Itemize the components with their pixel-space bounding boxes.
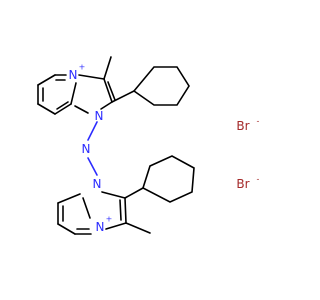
svg-text:+: +: [79, 63, 86, 72]
atom-n-azo-2: N: [93, 177, 102, 191]
bromide-ion-1: Br -: [236, 117, 259, 134]
upper-phenyl-ring: [111, 66, 190, 106]
atom-n-upper-bridge: N: [95, 109, 104, 123]
svg-text:Br: Br: [236, 177, 249, 191]
molecule-diagram: N + N N N N + Br - Br -: [37, 56, 260, 235]
lower-phenyl-ring: [124, 155, 195, 203]
svg-text:Br: Br: [236, 119, 249, 133]
lower-imidazole-ring: [101, 191, 151, 234]
svg-text:+: +: [106, 215, 113, 224]
bromide-ion-2: Br -: [236, 175, 259, 192]
svg-text:-: -: [257, 175, 260, 184]
svg-text:N: N: [96, 220, 105, 234]
svg-text:-: -: [257, 117, 260, 126]
structure-svg: N + N N N N + Br - Br -: [37, 56, 260, 235]
upper-pyridine-ring: [37, 74, 77, 115]
atom-n-upper-ring: N +: [69, 63, 86, 83]
lower-pyridine-ring: [57, 193, 92, 235]
svg-text:N: N: [69, 68, 78, 82]
azo-linkage: [87, 121, 98, 176]
atom-n-lower-ring: N +: [96, 215, 113, 235]
upper-imidazole-ring: [74, 56, 116, 114]
atom-n-azo-1: N: [82, 142, 91, 156]
